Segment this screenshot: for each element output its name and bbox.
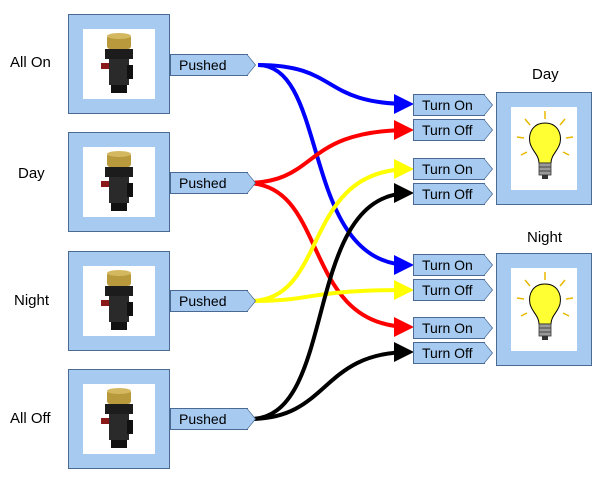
port-label: Pushed xyxy=(179,293,227,309)
light-bulb-icon xyxy=(511,268,577,351)
port-label: Turn Off xyxy=(422,186,473,202)
wire-alloff-night-off xyxy=(249,342,414,421)
input-box-night[interactable] xyxy=(68,251,170,351)
port-day-turn-off-1[interactable]: Turn Off xyxy=(413,119,493,141)
wire-alloff-day-off xyxy=(249,183,414,421)
input-label-alloff: All Off xyxy=(10,410,51,427)
port-label: Turn Off xyxy=(422,122,473,138)
port-label: Turn Off xyxy=(422,282,473,298)
wire-day-night-off xyxy=(245,181,414,337)
port-day-turn-on-2[interactable]: Turn On xyxy=(413,158,493,180)
port-label: Turn On xyxy=(422,320,473,336)
port-label: Turn On xyxy=(422,161,473,177)
input-label-allon: All On xyxy=(10,54,51,71)
output-box-night[interactable] xyxy=(496,253,592,366)
wire-night-day-on xyxy=(249,159,414,303)
push-button-icon xyxy=(83,384,155,454)
port-alloff-pushed[interactable]: Pushed xyxy=(170,408,256,430)
wire-day-day-on xyxy=(245,120,414,185)
input-label-day: Day xyxy=(18,165,45,182)
port-day-turn-off-2[interactable]: Turn Off xyxy=(413,183,493,205)
push-button-icon xyxy=(83,266,155,336)
port-night-pushed[interactable]: Pushed xyxy=(170,290,256,312)
port-day-pushed[interactable]: Pushed xyxy=(170,172,256,194)
port-night-turn-off-1[interactable]: Turn Off xyxy=(413,279,493,301)
port-label: Pushed xyxy=(179,411,227,427)
input-box-allon[interactable] xyxy=(68,14,170,114)
input-label-night: Night xyxy=(14,292,50,309)
input-box-day[interactable] xyxy=(68,132,170,232)
port-allon-pushed[interactable]: Pushed xyxy=(170,54,256,76)
port-label: Turn Off xyxy=(422,345,473,361)
output-box-day[interactable] xyxy=(496,92,592,205)
input-box-alloff[interactable] xyxy=(68,369,170,469)
port-label: Pushed xyxy=(179,175,227,191)
push-button-icon xyxy=(83,147,155,217)
port-night-turn-on-2[interactable]: Turn On xyxy=(413,317,493,339)
push-button-icon xyxy=(83,29,155,99)
wire-allon-night-on xyxy=(257,63,414,275)
port-day-turn-on-1[interactable]: Turn On xyxy=(413,94,493,116)
wire-allon-day-on xyxy=(257,63,414,114)
light-bulb-icon xyxy=(511,107,577,190)
output-label-night: Night xyxy=(527,229,563,246)
port-night-turn-on-1[interactable]: Turn On xyxy=(413,254,493,276)
port-label: Turn On xyxy=(422,257,473,273)
port-label: Turn On xyxy=(422,97,473,113)
wire-night-night-off xyxy=(249,280,414,303)
port-night-turn-off-2[interactable]: Turn Off xyxy=(413,342,493,364)
port-label: Pushed xyxy=(179,57,227,73)
output-label-day: Day xyxy=(532,66,559,83)
